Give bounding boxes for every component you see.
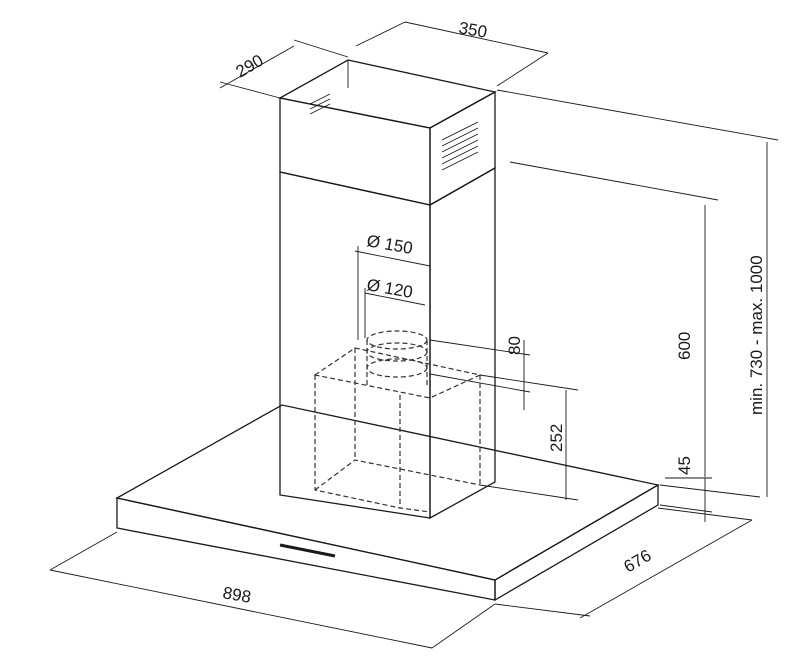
chimney-upper — [278, 59, 497, 207]
label-252: 252 — [547, 424, 566, 452]
canopy-top-surface — [115, 404, 660, 581]
vent-grille-left — [309, 93, 331, 115]
label-45: 45 — [675, 456, 694, 475]
label-600: 600 — [675, 332, 694, 360]
chimney-lower-side — [429, 166, 496, 520]
chimney-top-face — [278, 59, 497, 129]
dimension-collar-80 — [429, 339, 531, 410]
vent-grille-right — [441, 121, 479, 171]
label-d150: Ø 150 — [365, 231, 414, 258]
dimension-width-350 — [355, 21, 549, 87]
dimension-total-height — [496, 89, 779, 498]
chimney-upper-front — [279, 97, 431, 206]
label-290: 290 — [233, 51, 267, 82]
label-898: 898 — [221, 583, 252, 607]
label-total-height: min. 730 - max. 1000 — [747, 255, 766, 415]
canopy — [115, 404, 660, 602]
dimension-depth-676 — [494, 507, 753, 619]
label-80: 80 — [505, 336, 524, 355]
dimension-depth-290 — [219, 39, 349, 99]
chimney-upper-side — [429, 90, 496, 207]
control-panel-strip — [279, 543, 336, 558]
label-676: 676 — [621, 546, 655, 577]
dimension-duct-diameters — [354, 246, 431, 340]
dimension-width-898 — [49, 531, 496, 649]
dimension-box-252 — [479, 374, 579, 501]
label-350: 350 — [457, 18, 488, 42]
exhaust-collar-hidden — [366, 330, 428, 385]
canopy-side-face — [494, 483, 659, 602]
label-d120: Ø 120 — [365, 275, 414, 302]
dimension-height-600 — [509, 161, 719, 522]
chimney-lower-front — [279, 171, 431, 519]
